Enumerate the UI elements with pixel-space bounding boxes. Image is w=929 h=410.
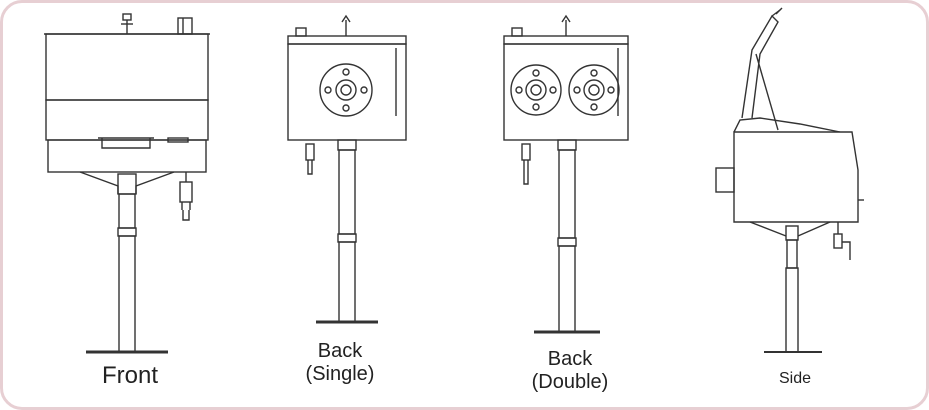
- back-double-fitting: [521, 143, 531, 185]
- back-single-housing: [287, 43, 407, 141]
- side-front-flange: [715, 167, 735, 193]
- front-lower-housing: [47, 139, 207, 173]
- caption-side: Side: [755, 370, 835, 388]
- side-housing: [733, 131, 859, 223]
- side-pole-lower: [785, 267, 799, 353]
- caption-back-double-line1: Back: [547, 348, 593, 370]
- caption-back-double: Back (Double): [510, 348, 630, 394]
- back-single-fitting: [305, 143, 315, 175]
- side-view: [715, 7, 864, 353]
- front-side-fitting: [179, 172, 193, 221]
- caption-back-single-line1: Back: [317, 340, 363, 362]
- caption-side-line1: Side: [778, 370, 812, 387]
- front-middle-housing: [45, 99, 209, 141]
- front-top-cap: [177, 17, 193, 35]
- caption-back-single: Back (Single): [285, 340, 395, 386]
- back-double-flange-right: [568, 64, 620, 116]
- caption-front: Front: [60, 362, 200, 390]
- back-double-pole-collar: [557, 139, 577, 151]
- back-double-view: [503, 14, 629, 334]
- back-single-pole-upper: [338, 149, 356, 235]
- back-single-pole-lower: [338, 241, 356, 323]
- back-single-lid: [287, 35, 407, 45]
- side-fitting: [833, 222, 851, 260]
- back-double-flange-left: [510, 64, 562, 116]
- side-bracket: [749, 221, 831, 237]
- side-pole-upper: [786, 239, 798, 269]
- back-double-lid: [503, 35, 629, 45]
- back-single-pole-collar: [337, 139, 357, 151]
- back-double-pole-lower: [558, 245, 576, 333]
- caption-back-double-line2: (Double): [531, 371, 609, 393]
- back-single-flange: [319, 63, 373, 117]
- back-single-view: [287, 14, 407, 324]
- front-view: [44, 13, 210, 354]
- front-pole-lower: [118, 235, 136, 353]
- back-double-pole-upper: [558, 149, 576, 239]
- front-upper-housing: [45, 33, 209, 101]
- front-top-valve: [121, 13, 133, 34]
- caption-back-single-line2: (Single): [305, 363, 375, 385]
- front-handle: [101, 138, 151, 149]
- front-bracket: [79, 171, 175, 194]
- caption-front-line1: Front: [101, 362, 158, 389]
- front-pole-upper: [118, 193, 136, 229]
